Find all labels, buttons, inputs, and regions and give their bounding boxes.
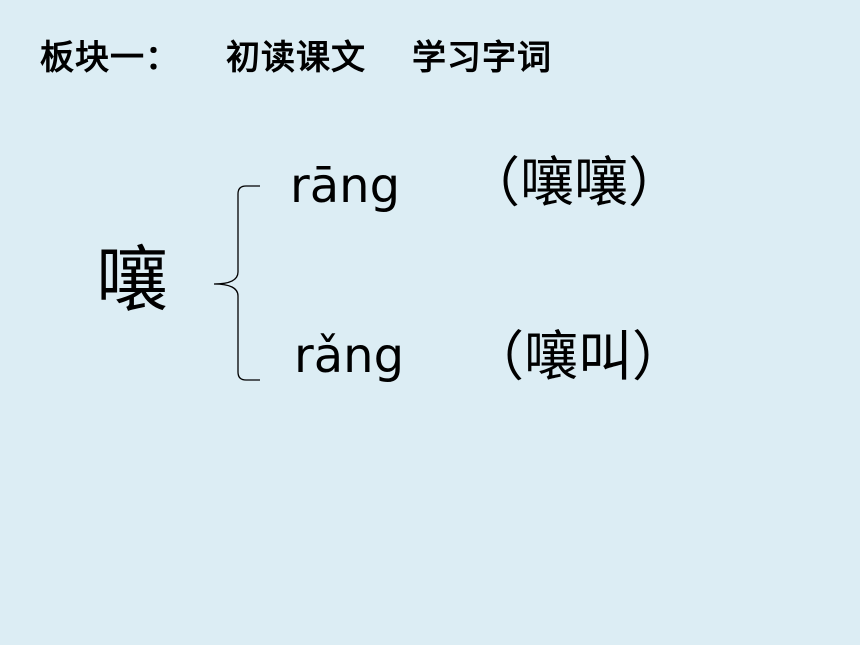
title-part1: 初读课文 [226, 38, 366, 78]
pinyin-reading-1: rāng [290, 158, 401, 214]
example-word-2: （嚷叫） [470, 325, 686, 388]
brace-icon [213, 185, 260, 381]
title-part2: 学习字词 [412, 38, 552, 78]
example-word-1: （嚷嚷） [466, 151, 682, 214]
pinyin-reading-2: rǎng [294, 328, 405, 384]
slide-title: 板块一： 初读课文 学习字词 [40, 30, 552, 79]
title-section: 板块一： [40, 38, 180, 78]
main-character: 嚷 [96, 238, 169, 322]
